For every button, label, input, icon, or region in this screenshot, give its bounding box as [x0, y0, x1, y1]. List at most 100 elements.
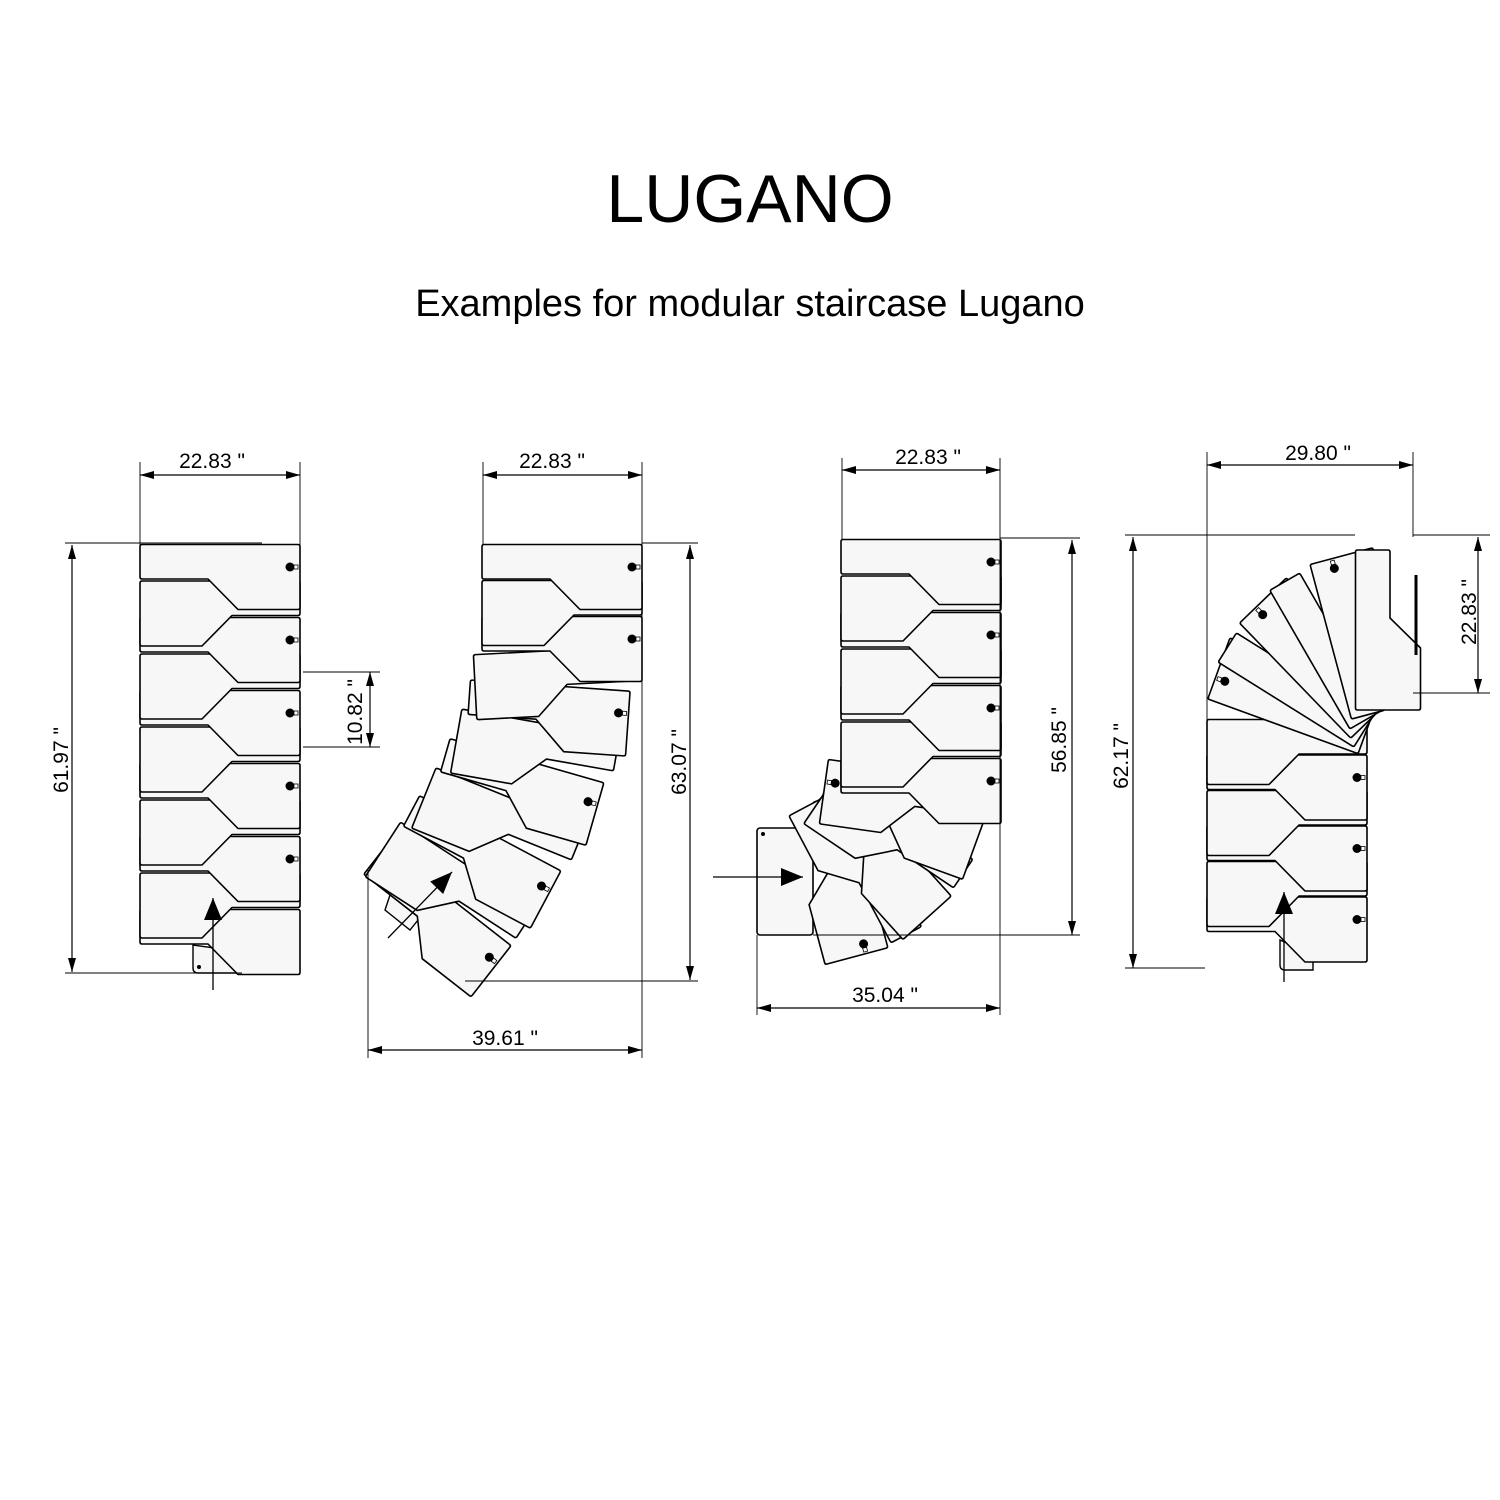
dimension-arrow-icon — [757, 1004, 771, 1012]
page-title: LUGANO — [606, 161, 894, 237]
bolt-icon — [1216, 676, 1223, 683]
dimension-arrow-icon — [1399, 461, 1413, 469]
bolt-icon — [859, 939, 869, 949]
anchor-point — [197, 965, 201, 969]
bolt-icon — [994, 778, 1000, 784]
staircase-straight — [139, 543, 301, 990]
bolt-icon — [1360, 775, 1366, 780]
dimension-arrow-icon — [368, 1046, 382, 1054]
dim-width-1: 22.83 " — [179, 450, 245, 473]
dimension-arrow-icon — [1129, 537, 1137, 551]
stair-tread — [1354, 549, 1422, 711]
bolt-icon — [635, 564, 641, 570]
bolt-icon — [986, 557, 996, 567]
walk-direction-arrow-icon — [1275, 892, 1293, 914]
staircase-curved — [363, 543, 643, 997]
bolt-icon — [986, 703, 996, 713]
bolt-icon — [1258, 610, 1268, 620]
walk-direction-arrow-icon — [204, 898, 222, 920]
bolt-icon — [627, 634, 637, 644]
bolt-icon — [1329, 563, 1339, 573]
stair-tread — [139, 543, 301, 611]
dim-top-depth-4: 22.83 " — [1458, 579, 1481, 645]
stair-tread — [481, 543, 643, 611]
anchor-point — [761, 832, 765, 836]
dimension-arrow-icon — [366, 672, 374, 686]
walk-direction-arrow-icon — [430, 872, 452, 895]
bolt-icon — [285, 708, 295, 718]
bolt-icon — [621, 710, 628, 716]
dimension-arrow-icon — [1474, 537, 1482, 551]
bolt-icon — [285, 781, 295, 791]
tread-outline — [139, 543, 301, 611]
dimension-arrow-icon — [628, 471, 642, 479]
dimension-arrow-icon — [986, 466, 1000, 474]
dim-overall-width-2: 39.61 " — [472, 1027, 538, 1050]
dimension-arrow-icon — [986, 1004, 1000, 1012]
dimension-arrow-icon — [628, 1046, 642, 1054]
bolt-icon — [543, 885, 551, 893]
bolt-icon — [1352, 915, 1362, 924]
dimension-arrow-icon — [1129, 954, 1137, 968]
dimension-arrow-icon — [1474, 679, 1482, 693]
bolt-icon — [490, 957, 498, 965]
dimension-arrow-icon — [1207, 461, 1221, 469]
walk-direction-arrow-icon — [781, 868, 803, 886]
bolt-icon — [583, 797, 593, 807]
dim-width-2: 22.83 " — [519, 450, 585, 473]
dim-height-3: 56.85 " — [1048, 707, 1071, 773]
bolt-icon — [293, 856, 299, 862]
tread-outline — [840, 538, 1002, 606]
dimension-arrow-icon — [483, 471, 497, 479]
bolt-icon — [293, 637, 299, 643]
bolt-icon — [293, 564, 299, 570]
bolt-icon — [1360, 917, 1366, 922]
dim-height-2: 63.07 " — [668, 729, 691, 795]
dimension-arrow-icon — [842, 466, 856, 474]
bolt-icon — [1360, 846, 1366, 851]
staircase-quarter-turn-landing — [713, 538, 1002, 965]
dimension-arrow-icon — [140, 471, 154, 479]
dimension-lines — [65, 452, 1490, 1058]
dimension-arrow-icon — [686, 545, 694, 559]
dimension-arrow-icon — [286, 471, 300, 479]
dim-height-1: 61.97 " — [50, 727, 73, 793]
bolt-icon — [986, 630, 996, 640]
bolt-icon — [830, 778, 840, 788]
bolt-icon — [1220, 676, 1230, 686]
bolt-icon — [614, 708, 624, 718]
dimension-arrow-icon — [1068, 921, 1076, 935]
dim-width-3: 22.83 " — [895, 446, 961, 469]
bolt-icon — [994, 632, 1000, 638]
dimension-arrow-icon — [68, 545, 76, 559]
dim-step-rise-1: 10.82 " — [344, 679, 367, 745]
bolt-icon — [1352, 773, 1362, 782]
bolt-icon — [285, 635, 295, 645]
dim-height-4: 62.17 " — [1110, 723, 1133, 789]
bolt-icon — [1352, 844, 1362, 853]
bolt-icon — [994, 559, 1000, 565]
bolt-icon — [285, 562, 295, 572]
page-subtitle: Examples for modular staircase Lugano — [415, 283, 1085, 325]
stair-tread — [840, 538, 1002, 606]
bolt-icon — [285, 854, 295, 864]
bolt-icon — [537, 881, 547, 891]
bolt-icon — [994, 705, 1000, 711]
bolt-icon — [627, 562, 637, 572]
bolt-icon — [986, 776, 996, 786]
dimension-arrow-icon — [686, 966, 694, 980]
dimension-arrow-icon — [1068, 540, 1076, 554]
bolt-icon — [826, 779, 832, 786]
bolt-icon — [293, 783, 299, 789]
tread-outline — [1354, 549, 1422, 711]
bolt-icon — [635, 636, 641, 642]
bolt-icon — [293, 710, 299, 716]
dim-overall-width-3: 35.04 " — [852, 984, 918, 1007]
bolt-icon — [862, 946, 869, 953]
dim-width-4: 29.80 " — [1285, 442, 1351, 465]
bolt-icon — [1255, 606, 1262, 614]
dimension-arrow-icon — [366, 733, 374, 747]
staircase-quarter-turn-fan — [1206, 547, 1422, 982]
